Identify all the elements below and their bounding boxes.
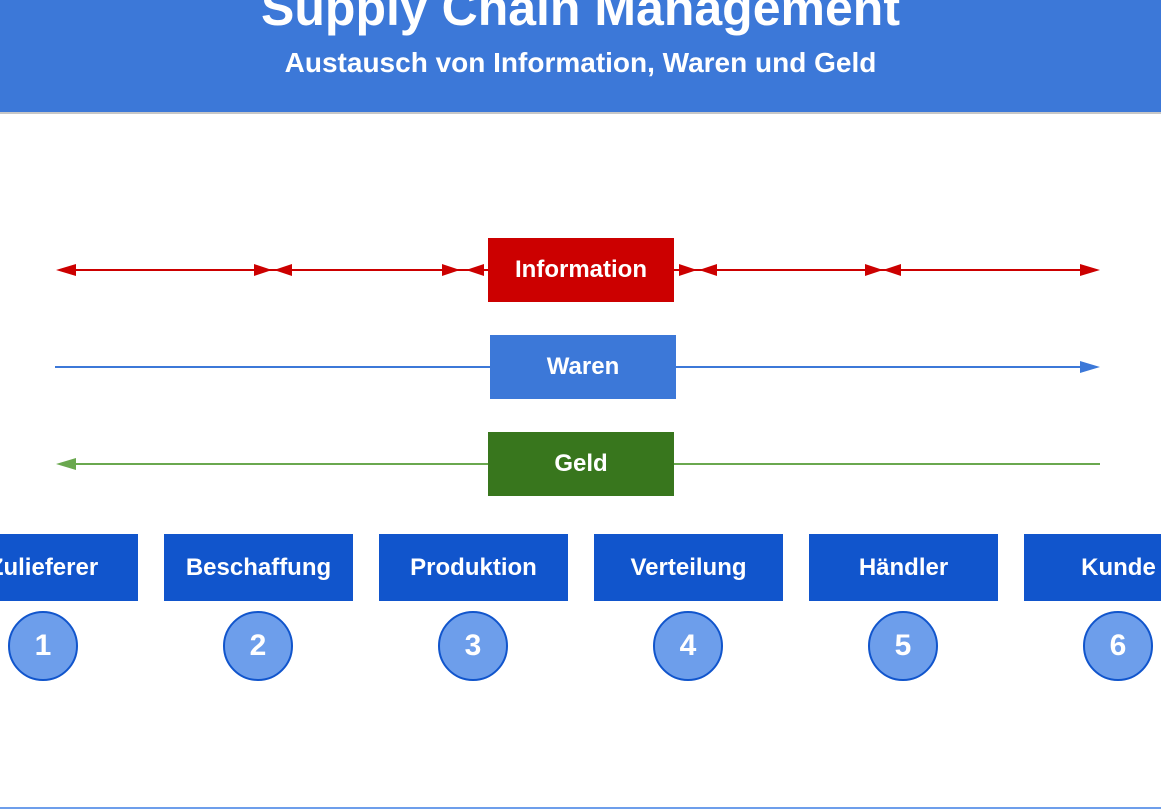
stage-number-3: 3 [438,611,508,681]
stage-number-4: 4 [653,611,723,681]
geld-label: Geld [488,432,674,496]
page-subtitle: Austausch von Information, Waren und Gel… [284,47,877,78]
stage-beschaffung: Beschaffung [164,534,353,601]
stage-produktion: Produktion [379,534,568,601]
stage-number-2: 2 [223,611,293,681]
stage-zulieferer: Zulieferer [0,534,138,601]
stage-verteilung: Verteilung [594,534,783,601]
header-banner: Supply Chain Management Austausch von In… [0,0,1161,114]
information-label: Information [488,238,674,302]
waren-label: Waren [490,335,676,399]
stage-number-1: 1 [8,611,78,681]
bottom-divider [0,807,1161,809]
stage-number-6: 6 [1083,611,1153,681]
stage-kunde: Kunde [1024,534,1161,601]
page-title: Supply Chain Management [261,0,900,36]
stage-number-5: 5 [868,611,938,681]
stage-haendler: Händler [809,534,998,601]
